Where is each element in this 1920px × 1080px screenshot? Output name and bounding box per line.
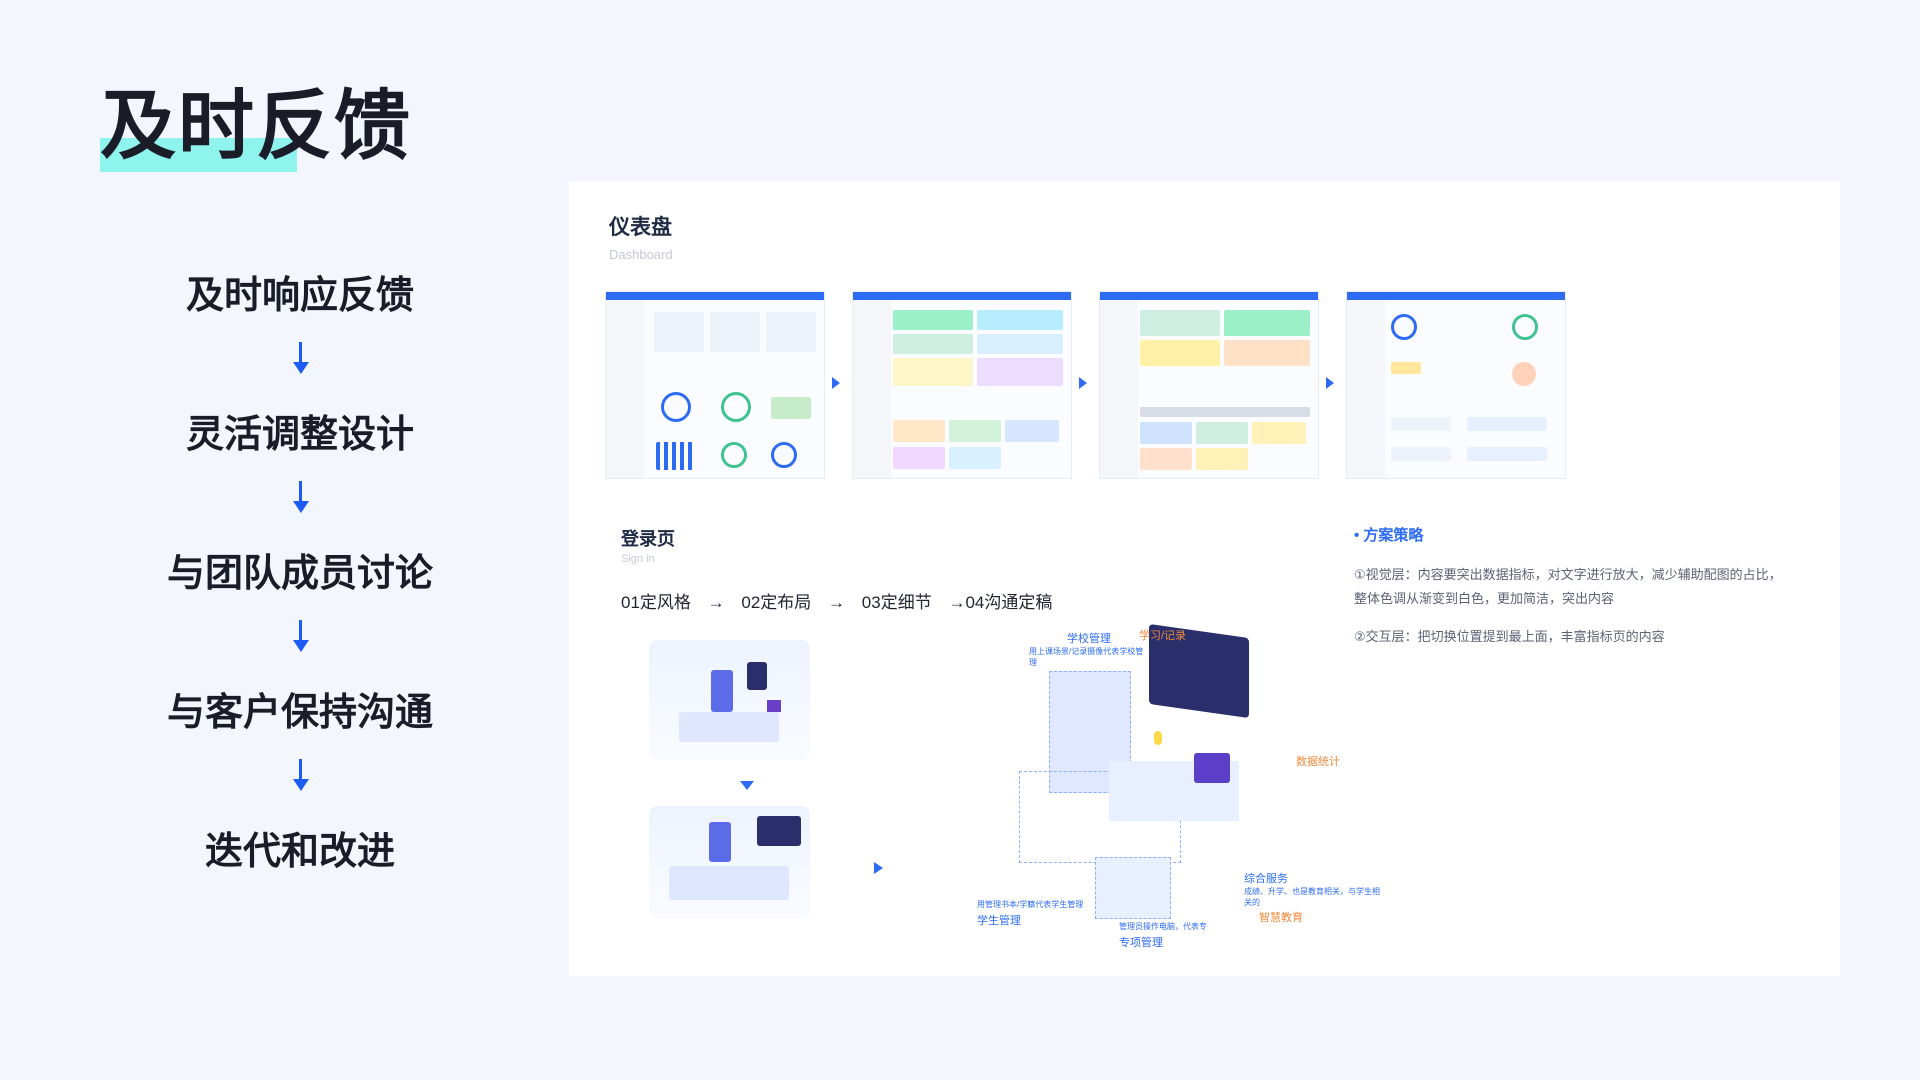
title-highlight [100,138,297,172]
arrow-down-icon [145,461,455,548]
dashboard-title: 仪表盘 [609,216,672,239]
arrow-down-icon [145,600,455,687]
label-project: 专项管理 [1119,937,1163,949]
education-illustration [969,611,1289,931]
arrow-right-icon: → [828,593,846,612]
dashboard-thumbnail[interactable] [1099,291,1319,479]
label-service: 综合服务 [1244,873,1288,885]
arrow-right-icon [874,862,883,874]
step-label: 03定细节 [861,593,932,612]
label-school-desc: 用上课场景/记录摄像代表学校管理 [1029,647,1144,667]
login-subtitle: Sign in [621,553,655,565]
label-student: 学生管理 [977,915,1021,927]
flow-step: 及时响应反馈 [185,275,414,317]
label-project-desc: 管理员操作电脑，代表专 [1119,922,1207,931]
flow-step: 灵活调整设计 [185,414,414,456]
page-title-wrap: 及时反馈 [100,82,412,172]
login-illustration [649,806,810,918]
dashboard-thumbnail[interactable] [852,291,1072,479]
login-illustration [649,640,810,760]
strategy-panel: • 方案策略 ①视觉层：内容要突出数据指标，对文字进行放大，减少辅助配图的占比，… [1354,524,1794,663]
login-title: 登录页 [621,529,675,549]
strategy-point: ②交互层：把切换位置提到最上面，丰富指标页的内容 [1354,629,1665,644]
label-study: 学习/记录 [1139,630,1187,642]
label-data: 数据统计 [1296,756,1340,768]
arrow-down-icon [145,322,455,409]
content-card: 仪表盘 Dashboard [569,181,1840,976]
dashboard-thumbnail[interactable] [605,291,825,479]
dashboard-subtitle: Dashboard [609,247,673,262]
step-label: 02定布局 [741,593,812,612]
login-steps: 01定风格 → 02定布局 → 03定细节 →04沟通定稿 [621,588,1064,613]
label-student-desc: 用管理书本/学籍代表学生管理 [977,900,1084,909]
arrow-down-icon [740,781,754,790]
label-school: 学校管理 [1067,633,1111,645]
flow-step: 迭代和改进 [204,831,395,873]
strategy-heading: • 方案策略 [1354,527,1424,544]
step-label: →04沟通定稿 [948,593,1053,612]
arrow-right-icon [832,377,840,389]
arrow-right-icon [1079,377,1087,389]
flow-step: 与客户保持沟通 [166,692,433,734]
label-service-desc: 成绩、升学、也是教育相关，与学生相关的 [1244,887,1380,907]
page-title: 及时反馈 [100,84,412,169]
feedback-flow: 及时响应反馈 灵活调整设计 与团队成员讨论 与客户保持沟通 迭代和改进 [145,270,455,878]
strategy-point: ①视觉层：内容要突出数据指标，对文字进行放大，减少辅助配图的占比，整体色调从渐变… [1354,567,1782,606]
dashboard-thumbnail[interactable] [1346,291,1566,479]
label-smart: 智慧教育 [1259,912,1303,924]
arrow-right-icon: → [707,593,725,612]
arrow-right-icon [1326,377,1334,389]
flow-step: 与团队成员讨论 [166,553,433,595]
arrow-down-icon [145,739,455,826]
step-label: 01定风格 [621,593,691,612]
